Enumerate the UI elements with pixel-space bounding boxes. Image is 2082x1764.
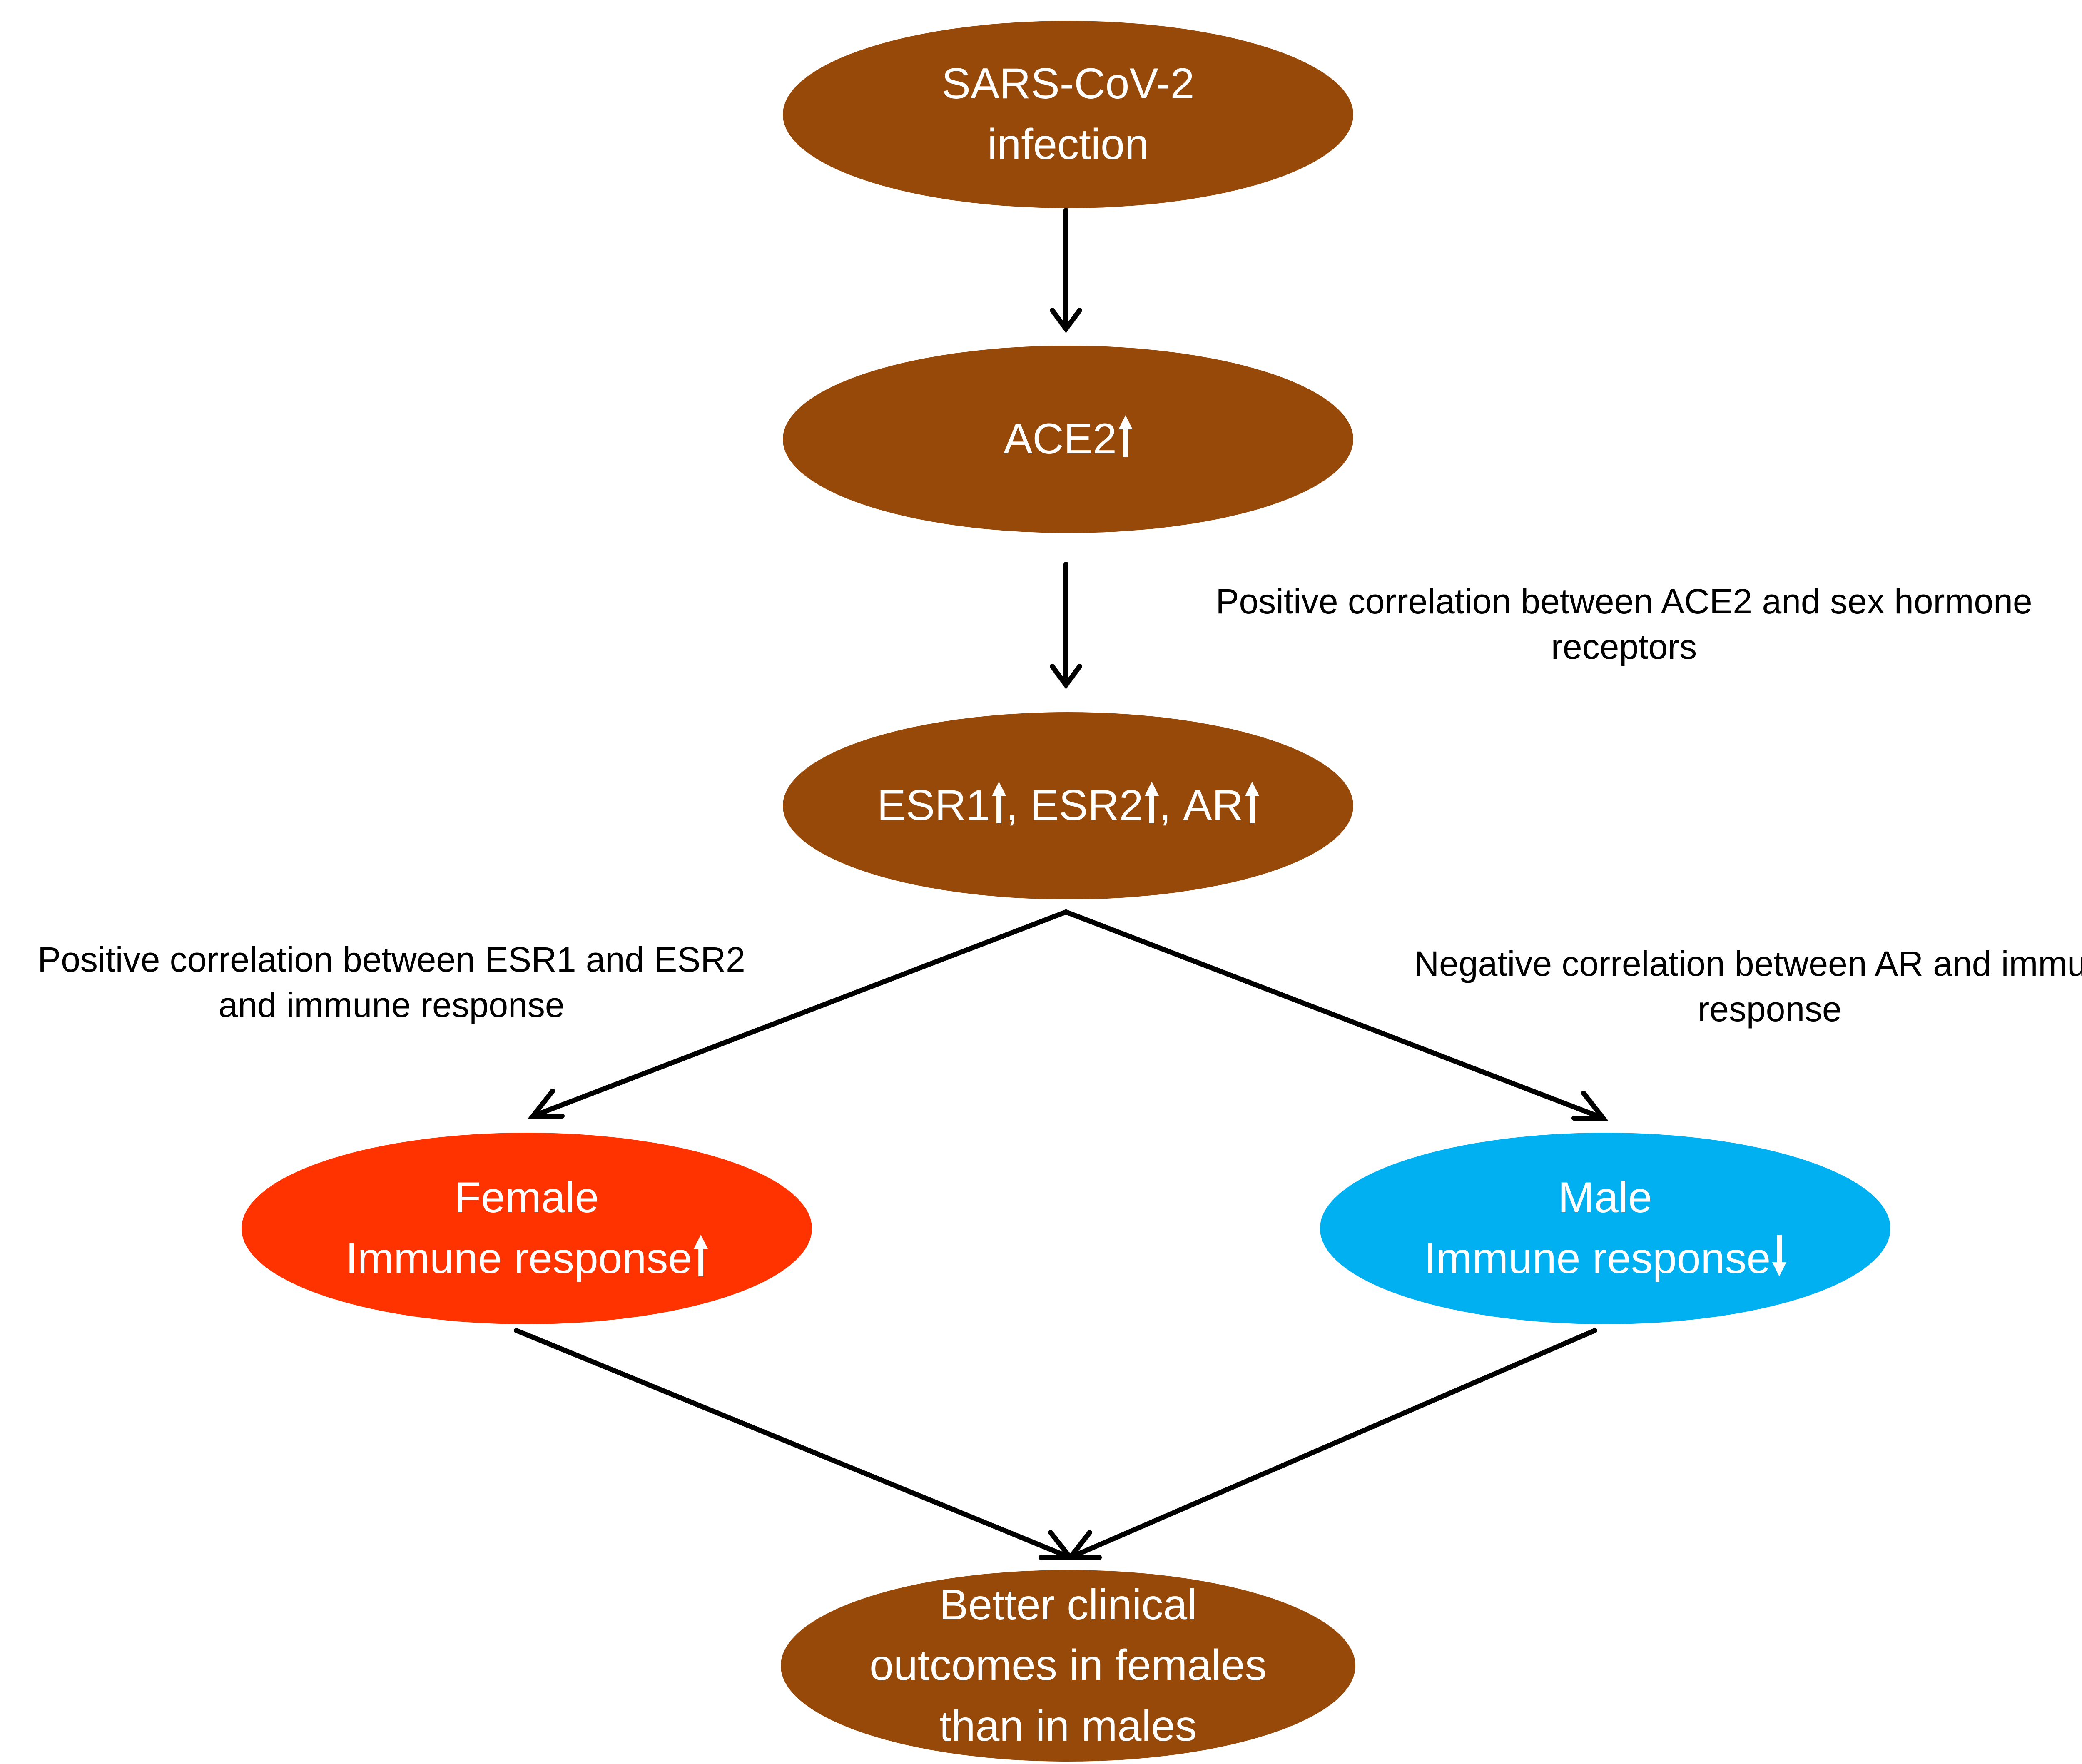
- edge-receptors-to-male: [1063, 909, 1609, 1121]
- edge-receptors-to-female: [528, 909, 1068, 1119]
- node-infection-line-2: infection: [987, 120, 1149, 169]
- up-arrow-icon: [1145, 782, 1159, 824]
- node-sex-hormone-receptors: ESR1, ESR2, AR: [783, 712, 1353, 899]
- node-outcome-line-3: than in males: [939, 1702, 1197, 1750]
- node-sars-cov-2-infection: SARS-CoV-2 infection: [783, 21, 1353, 208]
- node-ace2-label: ACE2: [1004, 415, 1117, 463]
- edge-ace2-to-receptors: [1050, 562, 1082, 690]
- up-arrow-icon: [991, 782, 1006, 824]
- node-ar-label: AR: [1183, 781, 1243, 830]
- node-male-immune-label: Immune response: [1424, 1234, 1771, 1283]
- down-arrow-icon: [1772, 1235, 1787, 1276]
- up-arrow-icon: [694, 1235, 708, 1276]
- node-clinical-outcome: Better clinical outcomes in females than…: [781, 1570, 1355, 1762]
- node-female-title: Female: [454, 1174, 599, 1222]
- node-esr1-label: ESR1: [877, 781, 990, 830]
- up-arrow-icon: [1245, 782, 1259, 824]
- separator: ,: [1159, 781, 1171, 830]
- separator: ,: [1006, 781, 1018, 830]
- edge-female-to-outcome: [514, 1328, 1076, 1560]
- node-male-immune-response: Male Immune response: [1320, 1133, 1890, 1324]
- edge-infection-to-ace2: [1050, 208, 1082, 334]
- node-outcome-line-2: outcomes in females: [869, 1641, 1267, 1690]
- up-arrow-icon: [1118, 415, 1133, 457]
- node-esr2-label: ESR2: [1030, 781, 1143, 830]
- edge-male-to-outcome: [1065, 1328, 1597, 1560]
- node-infection-line-1: SARS-CoV-2: [941, 60, 1195, 108]
- node-male-title: Male: [1558, 1174, 1652, 1222]
- node-female-immune-label: Immune response: [345, 1234, 692, 1283]
- node-outcome-line-1: Better clinical: [939, 1580, 1197, 1629]
- edge-label-ace2-receptors: Positive correlation between ACE2 and se…: [1215, 582, 2032, 667]
- edge-label-esr-immune: Positive correlation between ESR1 and ES…: [37, 940, 745, 1025]
- node-ace2: ACE2: [783, 346, 1353, 533]
- node-female-immune-response: Female Immune response: [242, 1133, 812, 1324]
- edge-label-ar-immune: Negative correlation between AR and immu…: [1414, 944, 2082, 1029]
